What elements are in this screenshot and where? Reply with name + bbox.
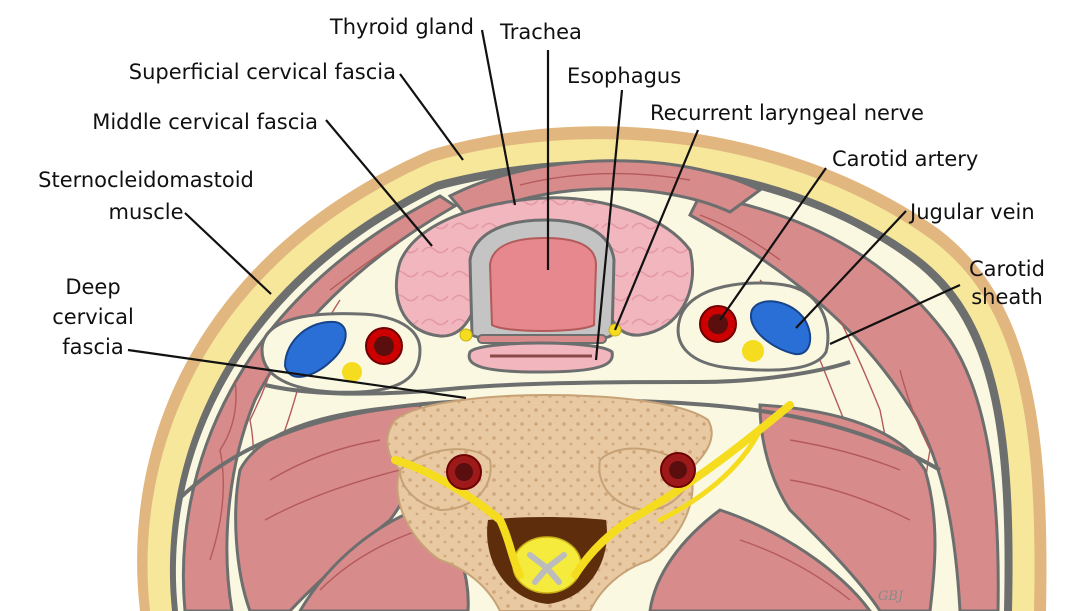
label-carotid-artery: Carotid artery xyxy=(832,146,978,172)
label-middle-cervical-fascia: Middle cervical fascia xyxy=(92,109,318,135)
label-recurrent-laryngeal-nerve: Recurrent laryngeal nerve xyxy=(650,100,924,126)
label-jugular-vein: Jugular vein xyxy=(910,199,1035,225)
leader-sternocleidomastoid xyxy=(185,213,271,294)
label-carotid-sheath: Carotid sheath xyxy=(952,256,1062,310)
trachea-lumen xyxy=(490,238,596,331)
label-carotid-sheath-line1: Carotid xyxy=(952,256,1062,282)
vagus-nerve-right xyxy=(742,340,764,362)
vertebral-artery-left-lumen xyxy=(455,463,473,481)
label-deep-cervical-fascia-line2: cervical xyxy=(38,304,148,330)
label-superficial-cervical-fascia: Superficial cervical fascia xyxy=(129,59,396,85)
artist-signature: GBJ xyxy=(878,589,904,604)
label-deep-cervical-fascia-line3: fascia xyxy=(38,334,148,360)
carotid-artery-left-lumen xyxy=(374,336,394,356)
label-esophagus: Esophagus xyxy=(567,63,681,89)
vagus-nerve-left xyxy=(342,362,362,382)
label-sternocleidomastoid-muscle: Sternocleidomastoid muscle xyxy=(10,167,282,225)
leader-superficial-fascia xyxy=(400,74,463,160)
label-carotid-sheath-line2: sheath xyxy=(952,284,1062,310)
label-thyroid-gland: Thyroid gland xyxy=(330,14,474,40)
vertebral-artery-right-lumen xyxy=(669,461,687,479)
label-deep-cervical-fascia: Deep cervical fascia xyxy=(38,274,148,360)
recurrent-laryngeal-nerve-left xyxy=(460,329,472,341)
label-sternocleidomastoid-line2: muscle xyxy=(10,199,282,225)
label-trachea: Trachea xyxy=(500,19,582,45)
label-sternocleidomastoid-line1: Sternocleidomastoid xyxy=(10,167,282,193)
carotid-artery-right-lumen xyxy=(708,314,728,334)
label-deep-cervical-fascia-line1: Deep xyxy=(38,274,148,300)
